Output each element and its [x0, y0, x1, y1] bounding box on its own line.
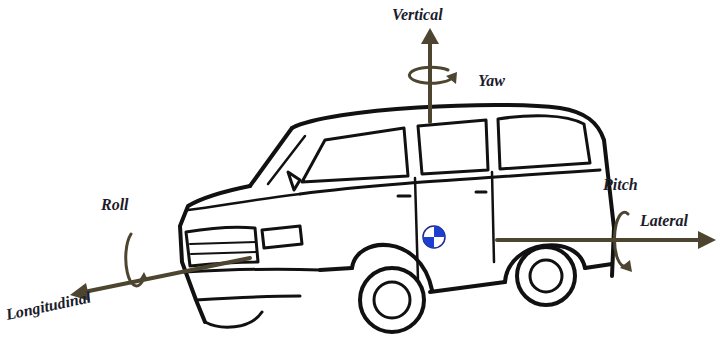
lateral-axis	[497, 238, 700, 242]
axis-arrows	[84, 40, 700, 292]
yaw-ring	[409, 67, 452, 83]
suv-line-art	[180, 105, 614, 332]
longitudinal-axis	[84, 258, 250, 292]
vertical-axis	[428, 40, 432, 122]
axis-name: Vertical	[392, 6, 443, 24]
rotation-name: Pitch	[603, 176, 638, 194]
arrow-heads	[70, 28, 716, 301]
axis-name: Lateral	[640, 212, 688, 230]
center-of-gravity	[423, 226, 445, 248]
pitch-ring	[615, 212, 628, 266]
axis-name: Longitudinal	[4, 288, 92, 323]
roll-ring	[126, 234, 142, 286]
rotation-name: Yaw	[478, 72, 505, 90]
rotation-name: Roll	[101, 196, 129, 214]
